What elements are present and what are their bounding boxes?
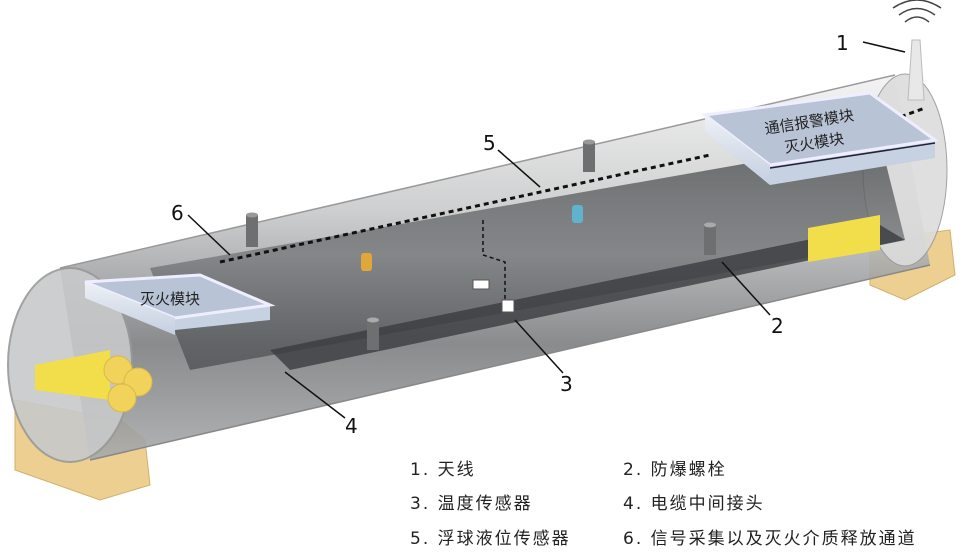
cable-right xyxy=(808,215,880,262)
callout-1: 1 xyxy=(836,31,849,55)
callouts xyxy=(187,41,906,419)
fire-module-left: 灭火模块 xyxy=(84,273,276,335)
sensor-node xyxy=(501,299,515,313)
callout-3: 3 xyxy=(560,372,573,396)
sensor-node xyxy=(472,279,490,290)
inner-cable-box xyxy=(150,140,905,370)
fire-module-left-label: 灭火模块 xyxy=(140,290,200,308)
antenna xyxy=(892,0,942,101)
legend-item-5: 5. 浮球液位传感器 xyxy=(410,529,571,549)
tube-left-end xyxy=(7,267,153,463)
signal-drop-line xyxy=(482,220,506,300)
legend-item-1: 1. 天线 xyxy=(410,460,476,480)
temperature-sensor xyxy=(361,253,372,271)
callout-6: 6 xyxy=(171,201,184,225)
legend-item-6: 6. 信号采集以及灭火介质释放通道 xyxy=(623,529,917,549)
comm-alarm-fire-module: 通信报警模块 灭火模块 xyxy=(701,91,939,185)
legend-item-2: 2. 防爆螺栓 xyxy=(623,460,727,480)
callout-5: 5 xyxy=(483,131,496,155)
legend-item-4: 4. 电缆中间接头 xyxy=(623,494,765,514)
callout-2: 2 xyxy=(771,314,784,338)
legend-item-3: 3. 温度传感器 xyxy=(410,494,533,514)
float-level-sensor xyxy=(572,205,583,223)
callout-4: 4 xyxy=(345,414,358,438)
explosion-proof-bolts xyxy=(246,139,716,350)
